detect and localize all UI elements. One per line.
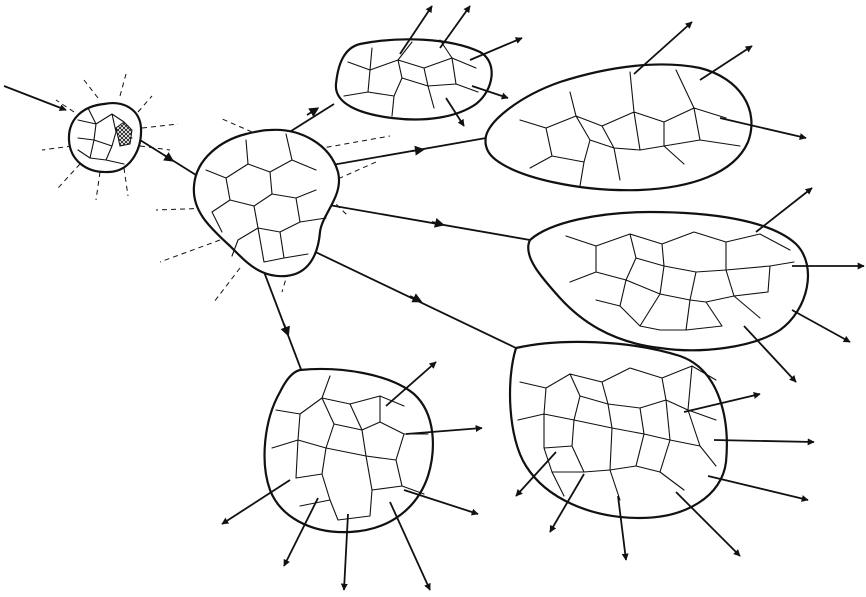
cluster-middle-right <box>528 212 808 350</box>
cluster-hub <box>194 130 339 276</box>
cluster-upper-small <box>336 39 492 119</box>
cluster-seed <box>69 103 141 172</box>
cluster-upper-large <box>485 64 751 190</box>
cluster-lower-left <box>265 369 433 532</box>
cluster-lower-right <box>510 342 727 518</box>
